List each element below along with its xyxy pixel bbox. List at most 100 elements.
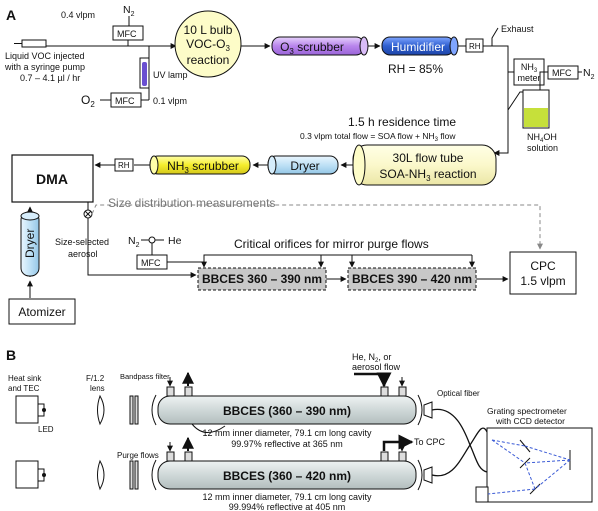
flow-in-label-2: aerosol flow [352, 362, 401, 372]
panel-a-label: A [6, 7, 16, 23]
orifices-label: Critical orifices for mirror purge flows [234, 237, 429, 251]
lens-2 [97, 459, 105, 491]
flow-04-label: 0.4 vlpm [61, 10, 95, 20]
humidifier-label: Humidifier [391, 40, 445, 54]
filter-2b [134, 460, 139, 490]
cpc-box [509, 251, 577, 295]
total-flow-label: 0.3 vlpm total flow = SOA flow + NH3 flo… [300, 131, 456, 143]
to-bbces-line [87, 218, 197, 278]
cpc-label-2: 1.5 vlpm [520, 274, 565, 288]
n2-top-label: N2 [123, 4, 135, 18]
orifice-arrows [201, 255, 475, 268]
atomizer-label: Atomizer [18, 305, 65, 319]
size-sel-label-1: Size-selected [55, 237, 109, 247]
voc-note-3: 0.7 – 4.1 µl / hr [20, 73, 80, 83]
bulb-label-3: reaction [187, 53, 230, 67]
he-label: He [168, 235, 182, 247]
purge-flows-label: Purge flows [117, 451, 159, 460]
to-cpc-arrow [382, 434, 414, 451]
humidifier-cap [449, 36, 459, 56]
heatsink-label-2: and TEC [8, 384, 40, 393]
cavity-1-line-1: 12 mm inner diameter, 79.1 cm long cavit… [202, 428, 372, 438]
led-unit-2 [15, 460, 46, 489]
to-flowtube-line [492, 45, 509, 156]
spectrometer-beams [487, 439, 571, 495]
fiber-coupler-2 [423, 466, 433, 484]
lens-label-1: F/1.2 [86, 374, 105, 383]
cavity-2-title: BBCES (360 – 420 nm) [223, 469, 351, 483]
nh3-meter-label-2: meter [517, 73, 540, 83]
mirror-1-right [417, 394, 423, 426]
spectro-label-2: with CCD detector [495, 416, 565, 426]
nh3-scrubber-cap [149, 155, 159, 175]
syringe-icon [21, 39, 47, 48]
rh-sensor-2-label: RH [118, 161, 130, 170]
n2-purge-label: N2 [128, 235, 140, 249]
valve-x-2 [84, 210, 92, 218]
flow-tube-cap [352, 144, 366, 186]
dryer-vertical-cap [20, 211, 40, 221]
purge-valve-icon [148, 236, 156, 244]
cavity-2-line-2: 99.994% reflective at 405 nm [229, 502, 346, 511]
nh3-scrubber-label: NH3 scrubber [167, 159, 239, 175]
bulb-label-2: VOC-O3 [186, 37, 230, 53]
o2-label: O2 [81, 93, 95, 109]
flow-in-label-1: He, N2, or [352, 352, 391, 364]
flow-01-label: 0.1 vlpm [153, 96, 187, 106]
o3-scrubber-cap [359, 36, 369, 56]
rh-sensor-1-label: RH [469, 42, 481, 51]
bbces-box-2-label: BBCES 390 – 420 nm [352, 272, 472, 286]
mfc-top-label: MFC [117, 29, 137, 39]
cavity-1 [157, 395, 417, 425]
flowtube-label-1: 30L flow tube [393, 151, 464, 165]
mirror-2-right [417, 459, 423, 491]
to-cpc-label: To CPC [414, 437, 446, 447]
cavity-1-line-2: 99.97% reflective at 365 nm [231, 439, 343, 449]
rh-value-label: RH = 85% [388, 62, 443, 76]
cavity-2-ports [166, 436, 407, 462]
purge-manifold-line [167, 254, 472, 263]
cavity-1-ports [166, 371, 407, 397]
cpc-label-1: CPC [530, 259, 556, 273]
lens-label-2: lens [90, 384, 105, 393]
bulb-reactor [174, 10, 242, 78]
bbces-box-1-label: BBCES 360 – 390 nm [202, 272, 322, 286]
mfc-o2-label: MFC [115, 96, 135, 106]
uv-lamp-icon [142, 62, 147, 86]
optical-fiber-2 [431, 427, 488, 477]
led-label: LED [38, 425, 54, 434]
spectrometer-box [486, 427, 593, 503]
link-tube [191, 423, 226, 433]
cavity-2 [157, 460, 417, 490]
dryer-mid-cap [267, 155, 277, 175]
uv-lamp-label: UV lamp [153, 70, 188, 80]
bulb-label-1: 10 L bulb [184, 23, 233, 37]
atomizer-box [8, 298, 76, 325]
mfc-purge-label: MFC [141, 258, 161, 268]
n2-right-label: N2 [583, 67, 595, 81]
mirror-2-left [151, 459, 157, 491]
bandpass-label: Bandpass filter [120, 372, 170, 381]
exhaust-line [483, 27, 499, 47]
size-sel-label-2: aerosol [68, 249, 98, 259]
exhaust-label: Exhaust [501, 24, 534, 34]
dma-box [11, 154, 94, 203]
o3-scrubber-label: O3 scrubber [280, 40, 344, 56]
cavity-1-title: BBCES (360 – 390 nm) [223, 404, 351, 418]
lens-1 [97, 394, 105, 426]
nh4oh-label: NH4OH [527, 132, 557, 144]
residence-label: 1.5 h residence time [348, 115, 456, 129]
led-unit-1 [15, 395, 46, 424]
dryer-vertical-label: Dryer [23, 229, 37, 258]
cavity-2-line-1: 12 mm inner diameter, 79.1 cm long cavit… [202, 492, 372, 502]
bbces-box-2 [347, 267, 477, 291]
nh3-meter-label-1: NH3 [521, 62, 538, 74]
voc-note-1: Liquid VOC injected [5, 51, 85, 61]
dryer-mid-label: Dryer [290, 159, 319, 173]
voc-note-2: with a syringe pump [4, 62, 85, 72]
flowtube-label-2: SOA-NH3 reaction [379, 167, 476, 183]
panel-b-label: B [6, 347, 16, 363]
optical-fiber-label: Optical fiber [437, 389, 480, 398]
filter-1a [129, 395, 134, 425]
